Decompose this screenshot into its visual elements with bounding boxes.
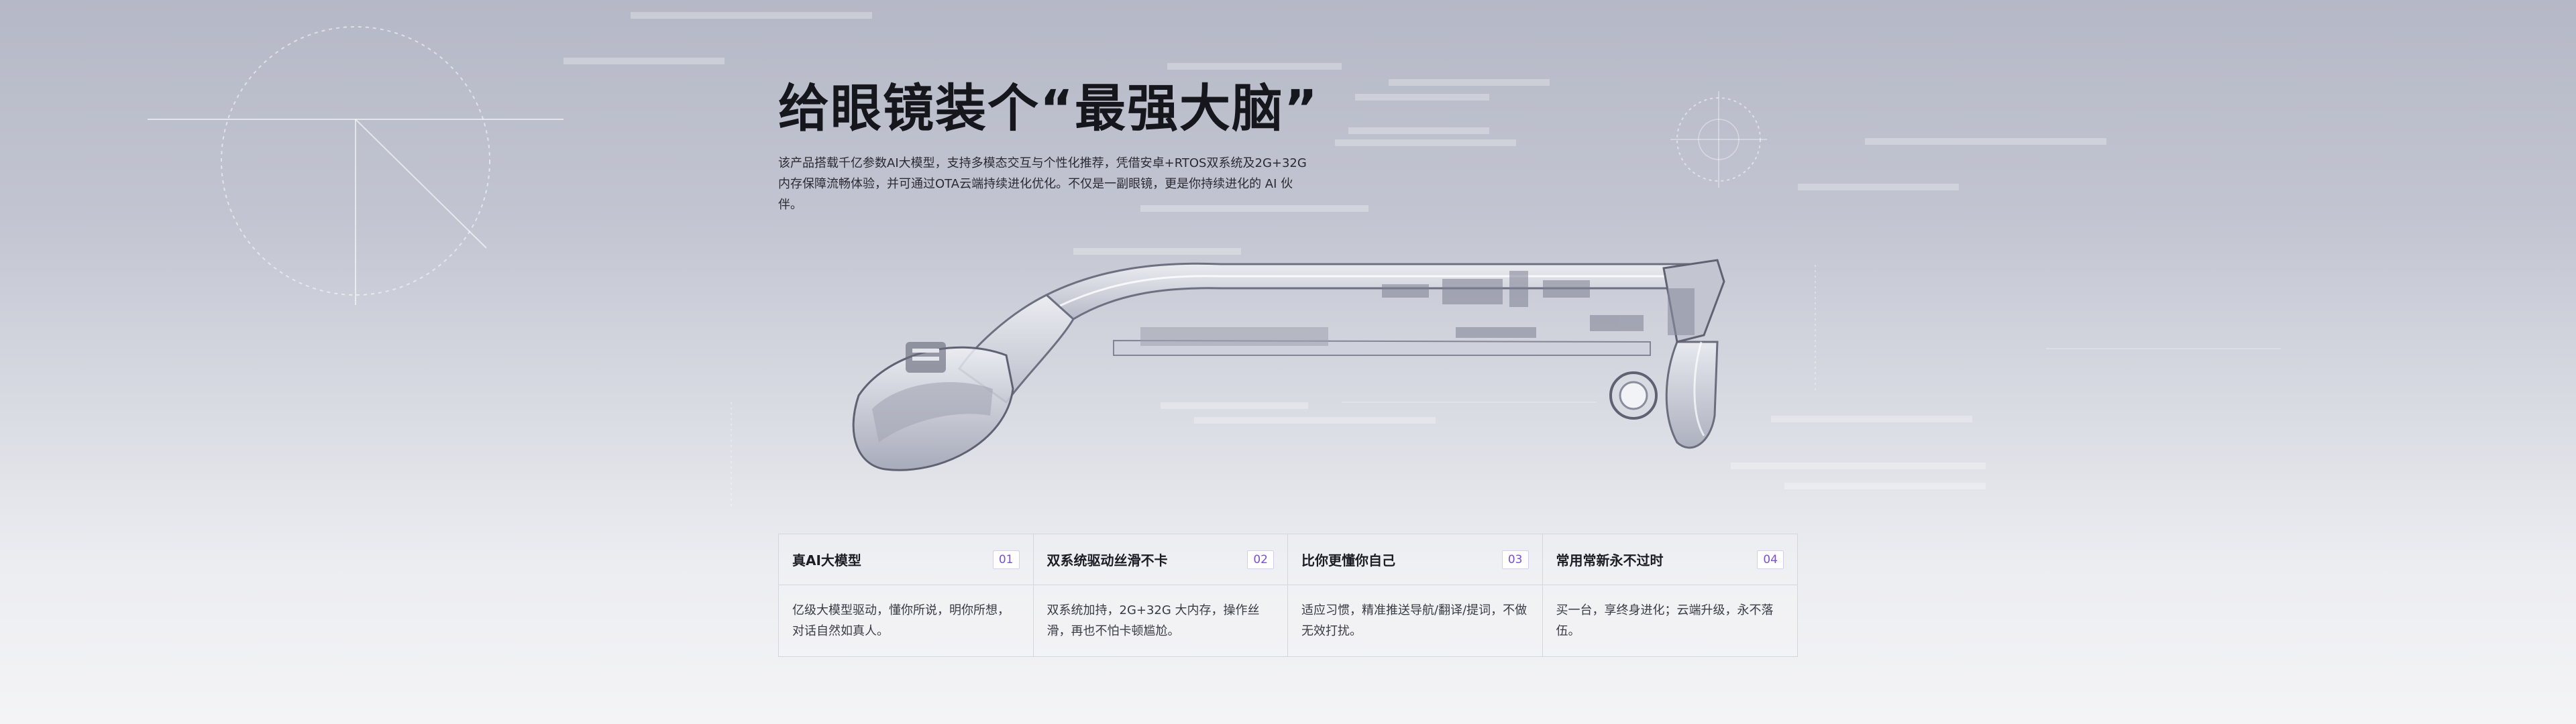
feature-card-header: 比你更懂你自己 03 [1288, 534, 1542, 585]
feature-title: 比你更懂你自己 [1301, 552, 1395, 568]
feature-card: 比你更懂你自己 03 适应习惯，精准推送导航/翻译/提词，不做无效打扰。 [1288, 534, 1543, 656]
feature-title: 真AI大模型 [792, 552, 861, 568]
feature-number-badge: 02 [1247, 550, 1274, 569]
feature-card-header: 双系统驱动丝滑不卡 02 [1033, 534, 1287, 585]
feature-card: 双系统驱动丝滑不卡 02 双系统加持，2G+32G 大内存，操作丝滑，再也不怕卡… [1033, 534, 1288, 656]
feature-title: 常用常新永不过时 [1556, 552, 1664, 568]
feature-description: 亿级大模型驱动，懂你所说，明你所想，对话自然如真人。 [792, 603, 1010, 638]
feature-card: 真AI大模型 01 亿级大模型驱动，懂你所说，明你所想，对话自然如真人。 [779, 534, 1034, 656]
feature-number-badge: 01 [992, 550, 1020, 569]
feature-number-badge: 03 [1501, 550, 1529, 569]
feature-title: 双系统驱动丝滑不卡 [1046, 552, 1168, 568]
smart-glasses-image [852, 259, 1725, 471]
feature-grid: 真AI大模型 01 亿级大模型驱动，懂你所说，明你所想，对话自然如真人。 双系统… [778, 534, 1798, 657]
feature-description: 双系统加持，2G+32G 大内存，操作丝滑，再也不怕卡顿尴尬。 [1046, 603, 1260, 638]
page-title: 给眼镜装个“最强大脑” [778, 78, 1319, 138]
feature-description: 买一台，享终身进化；云端升级，永不落伍。 [1556, 603, 1774, 638]
feature-description: 适应习惯，精准推送导航/翻译/提词，不做无效打扰。 [1301, 603, 1527, 638]
feature-card-header: 常用常新永不过时 04 [1542, 534, 1797, 585]
feature-card: 常用常新永不过时 04 买一台，享终身进化；云端升级，永不落伍。 [1542, 534, 1797, 656]
feature-card-header: 真AI大模型 01 [779, 534, 1033, 585]
product-description: 该产品搭载千亿参数AI大模型，支持多模态交互与个性化推荐，凭借安卓+RTOS双系… [778, 156, 1307, 212]
feature-number-badge: 04 [1757, 550, 1784, 569]
